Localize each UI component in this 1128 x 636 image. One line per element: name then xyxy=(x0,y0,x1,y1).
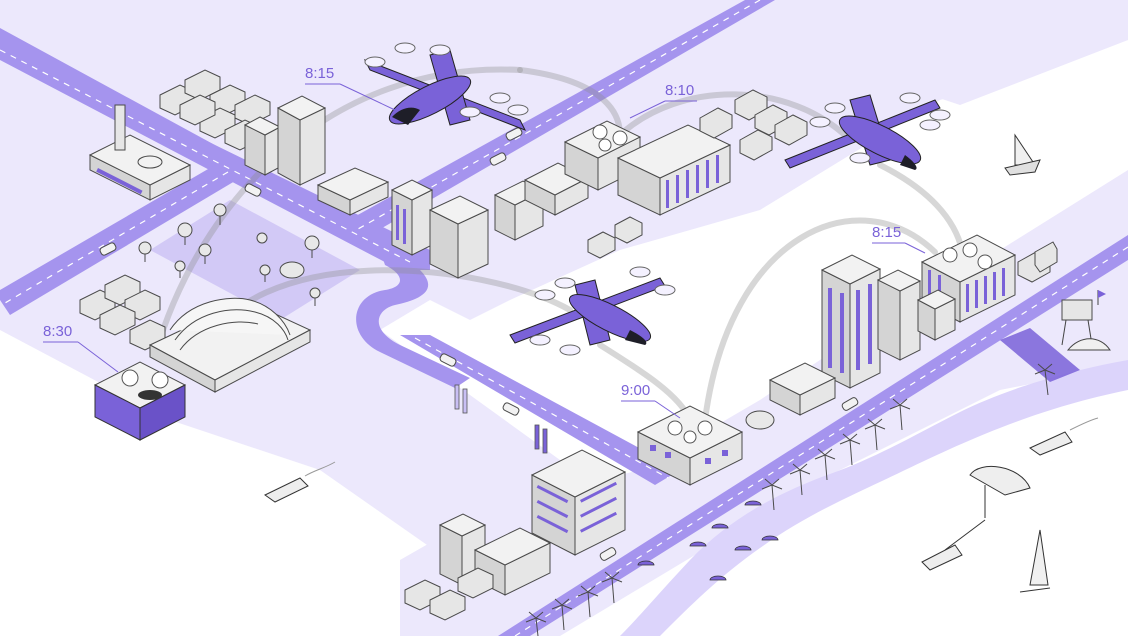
beach-umbrella-icon xyxy=(734,545,752,551)
small-houses-left xyxy=(159,69,271,151)
car-icon xyxy=(489,152,507,166)
time-label-top-left: 8:15 xyxy=(305,65,396,111)
train-station xyxy=(148,297,312,393)
road-bridge xyxy=(400,335,680,485)
car-icon xyxy=(505,127,523,141)
cars xyxy=(99,127,859,561)
park-trees xyxy=(138,203,321,306)
beach-umbrellas xyxy=(637,500,779,581)
vertiport-left-station xyxy=(93,361,187,441)
time-label-right-tower: 8:15 xyxy=(872,224,926,254)
time-label-left-station: 8:30 xyxy=(43,323,119,373)
beach-city-buildings xyxy=(404,234,1058,621)
palm-tree-icon xyxy=(839,433,861,466)
road-avenue-top xyxy=(345,0,775,235)
car-icon xyxy=(599,547,617,561)
sailboat-icon xyxy=(1004,133,1041,176)
lifeguard-tower-icon xyxy=(1061,290,1111,351)
beach-umbrella-icon xyxy=(637,560,655,566)
time-label-bottom-hub: 9:00 xyxy=(621,382,681,419)
bridge-pillars xyxy=(454,384,548,454)
route-top-right-to-tower xyxy=(877,162,965,253)
time-text: 8:30 xyxy=(43,323,72,340)
palm-tree-icon xyxy=(889,398,911,431)
center-buildings xyxy=(390,89,808,279)
evtol-aircraft-center xyxy=(509,266,676,356)
route-tower-to-hub xyxy=(702,217,938,423)
palm-trees xyxy=(525,363,1056,636)
palm-tree-icon xyxy=(577,585,599,618)
palm-tree-icon xyxy=(551,598,573,631)
car-icon xyxy=(841,397,859,411)
road-beach-boulevard xyxy=(498,235,1128,636)
windsurfer-icon xyxy=(1019,529,1051,593)
road-curve xyxy=(356,250,470,388)
time-label-top-center: 8:10 xyxy=(629,82,697,119)
car-icon xyxy=(439,353,457,367)
motorboat-icon xyxy=(264,461,336,503)
land-top-right xyxy=(930,0,1128,105)
palm-tree-icon xyxy=(1034,363,1056,396)
time-text: 9:00 xyxy=(621,382,650,399)
palm-tree-icon xyxy=(814,448,836,481)
palm-tree-icon xyxy=(601,571,623,604)
evtol-aircraft-top-right xyxy=(784,92,951,170)
jetski-icon xyxy=(1028,417,1099,456)
palm-tree-icon xyxy=(525,611,547,636)
car-icon xyxy=(99,242,117,256)
time-text: 8:15 xyxy=(872,224,901,241)
palm-tree-icon xyxy=(864,418,886,451)
car-icon xyxy=(244,183,262,197)
parasail-icon xyxy=(944,465,1031,551)
beach-umbrella-icon xyxy=(744,500,762,506)
road-avenue-left xyxy=(0,165,240,315)
beach-umbrella-icon xyxy=(709,575,727,581)
palm-tree-icon xyxy=(789,463,811,496)
palm-tree-icon xyxy=(761,478,783,511)
beach-water-edge xyxy=(620,360,1128,636)
car-icon xyxy=(502,402,520,416)
city-park xyxy=(150,200,360,320)
beach-umbrella-icon xyxy=(761,535,779,541)
motorboat-icon xyxy=(921,544,963,571)
time-text: 8:15 xyxy=(305,65,334,82)
road-diagonal-main-upper xyxy=(0,28,270,185)
evtol-aircraft-top-left xyxy=(363,42,529,131)
crosswalks xyxy=(1000,328,1080,382)
time-text: 8:10 xyxy=(665,82,694,99)
houses-station-area xyxy=(79,274,166,351)
factory xyxy=(88,104,192,201)
office-towers-left xyxy=(243,95,390,216)
beach-umbrella-icon xyxy=(689,541,707,547)
beach-umbrella-icon xyxy=(711,523,729,529)
